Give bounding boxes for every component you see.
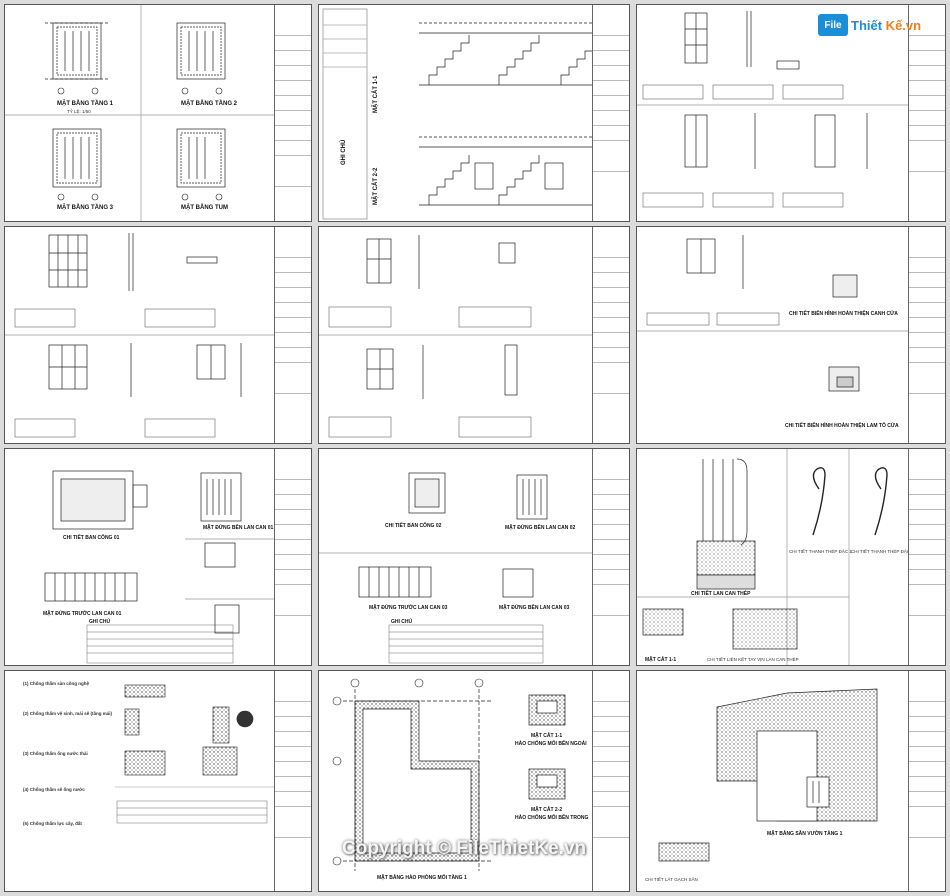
logo-text-a: Thiết xyxy=(851,17,883,33)
termite-sec-2-sub: HÀO CHỐNG MỐI BÊN TRONG xyxy=(515,815,589,821)
logo-mark: File xyxy=(818,14,848,36)
title-block xyxy=(274,671,311,891)
balcony-03-side-title: MẶT ĐỨNG BÊN LAN CAN 03 xyxy=(499,605,570,611)
frame-details-drawing xyxy=(637,235,911,392)
sheet-floor-plans: MẶT BẰNG TẦNG 1 MẶT BẰNG TẦNG 2 MẶT BẰNG… xyxy=(4,4,312,222)
title-block xyxy=(592,449,629,665)
title-block xyxy=(274,5,311,221)
steel-railing-drawing xyxy=(637,449,888,665)
floor-plans-drawing xyxy=(5,5,277,221)
stair-sections-drawing xyxy=(322,8,595,220)
sheet-doors-windows xyxy=(636,4,946,222)
detail-1-title: CHI TIẾT BIÊN HÌNH HOÀN THIỆN CANH CỬA xyxy=(789,311,898,317)
sheet-waterproofing: (1) Chống thấm sàn công nghệ (2) Chống t… xyxy=(4,670,312,892)
balcony-01-side-title: MẶT ĐỨNG BÊN LAN CAN 01 xyxy=(203,525,274,531)
steel-detail-a: CHI TIẾT THANH THÉP ĐẶC 1 xyxy=(789,549,852,554)
wp-heading-2: (2) Chống thấm vệ sinh, mái sê (tầng mái… xyxy=(23,711,113,716)
balcony-01-notes: GHI CHÚ xyxy=(89,619,111,625)
sheet-termite-trench: MẶT BẰNG HÀO PHÒNG MỐI TẦNG 1 MẶT CẮT 1-… xyxy=(318,670,630,892)
termite-plan-title: MẶT BẰNG HÀO PHÒNG MỐI TẦNG 1 xyxy=(377,875,467,881)
balcony-01-front-title: MẶT ĐỨNG TRƯỚC LAN CAN 01 xyxy=(43,611,122,617)
title-block xyxy=(908,5,945,221)
copyright-watermark: Copyright © FileThietKe.vn xyxy=(342,838,587,859)
balcony-01-title: CHI TIẾT BAN CÔNG 01 xyxy=(63,535,120,541)
detail-2-title: CHI TIẾT BIÊN HÌNH HOÀN THIỆN LAM TÔ CỬA xyxy=(785,423,899,429)
balcony-01-drawing xyxy=(44,470,277,664)
title-block xyxy=(592,5,629,221)
sheet-balcony-01: CHI TIẾT BAN CÔNG 01 MẶT ĐỨNG TRƯỚC LAN … xyxy=(4,448,312,666)
sheet-garden-plan: MẶT BẰNG SÂN VƯỜN TẦNG 1 CHI TIẾT LÁT GẠ… xyxy=(636,670,946,892)
balcony-02-drawing xyxy=(319,472,595,664)
wp-heading-1: (1) Chống thấm sàn công nghệ xyxy=(23,681,89,686)
balcony-02-notes: GHI CHÚ xyxy=(391,619,413,625)
plan-4-title: MẶT BẰNG TUM xyxy=(181,205,228,211)
railing-title: CHI TIẾT LAN CAN THÉP xyxy=(691,591,751,597)
window-details-a-drawing xyxy=(5,233,277,438)
railing-section-title: MẶT CẮT 1-1 xyxy=(645,657,677,663)
balcony-03-front-title: MẶT ĐỨNG TRƯỚC LAN CAN 03 xyxy=(369,605,448,611)
sheet-stair-sections: MẶT CẮT 1-1 MẶT CẮT 2-2 GHI CHÚ xyxy=(318,4,630,222)
termite-trench-drawing xyxy=(332,678,566,871)
garden-plan-title: MẶT BẰNG SÂN VƯỜN TẦNG 1 xyxy=(767,831,843,837)
handrail-title: CHI TIẾT LIÊN KẾT TAY VỊN LAN CAN THÉP xyxy=(707,657,799,662)
sheet-window-details-b xyxy=(318,226,630,444)
garden-plan-drawing xyxy=(658,688,878,862)
section-2-title: MẶT CẮT 2-2 xyxy=(373,167,379,205)
sheet-window-details-a xyxy=(4,226,312,444)
sheet-balcony-02: CHI TIẾT BAN CÔNG 02 MẶT ĐỨNG BÊN LAN CA… xyxy=(318,448,630,666)
garden-tile-note: CHI TIẾT LÁT GẠCH SÂN xyxy=(645,877,698,882)
waterproofing-drawing xyxy=(115,684,277,824)
balcony-02-title: CHI TIẾT BAN CÔNG 02 xyxy=(385,523,442,529)
plan-1-title: MẶT BẰNG TẦNG 1 xyxy=(57,101,113,107)
steel-detail-b: CHI TIẾT THANH THÉP ĐẶC 2 xyxy=(851,549,914,554)
termite-sec-2: MẶT CẮT 2-2 xyxy=(531,807,563,813)
site-logo: File Thiết Kế.vn xyxy=(818,12,938,38)
title-block xyxy=(592,671,629,891)
plan-2-title: MẶT BẰNG TẦNG 2 xyxy=(181,101,237,107)
title-block xyxy=(908,671,945,891)
title-block xyxy=(274,227,311,443)
title-block xyxy=(274,449,311,665)
window-details-b-drawing xyxy=(319,235,595,438)
termite-sec-1: MẶT CẮT 1-1 xyxy=(531,733,563,739)
sheet-steel-railing: CHI TIẾT LAN CAN THÉP MẶT CẮT 1-1 CHI TI… xyxy=(636,448,946,666)
plan-scale: TỶ LỆ: 1/50 xyxy=(67,109,91,114)
title-block xyxy=(908,449,945,665)
doors-windows-drawing xyxy=(637,11,911,208)
termite-sec-1-sub: HÀO CHỐNG MỐI BÊN NGOÀI xyxy=(515,741,587,747)
sheet-frame-details: CHI TIẾT BIÊN HÌNH HOÀN THIỆN CANH CỬA C… xyxy=(636,226,946,444)
section-1-title: MẶT CẮT 1-1 xyxy=(373,75,379,113)
wp-heading-3: (3) Chống thấm ống nước thải xyxy=(23,751,88,756)
plan-3-title: MẶT BẰNG TẦNG 3 xyxy=(57,205,113,211)
balcony-02-side-title: MẶT ĐỨNG BÊN LAN CAN 02 xyxy=(505,525,576,531)
logo-text-b: Kế.vn xyxy=(882,17,922,33)
wp-heading-5: (5) Chống thấm lực cây, đất xyxy=(23,821,82,826)
title-block xyxy=(908,227,945,443)
wp-heading-4: (4) Chống thấm sê ống nước xyxy=(23,787,85,792)
title-block xyxy=(592,227,629,443)
notes-title: GHI CHÚ xyxy=(341,139,347,165)
